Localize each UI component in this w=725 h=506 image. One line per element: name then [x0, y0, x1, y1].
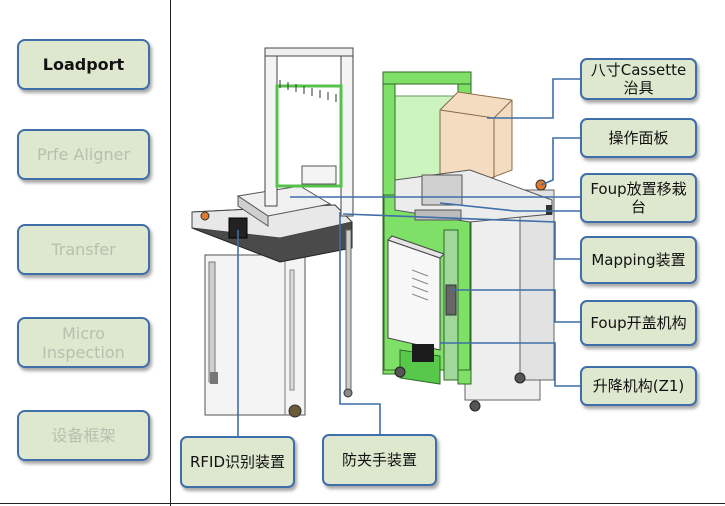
nav-micro-inspection-label: Micro Inspection: [42, 323, 125, 362]
callout-lift-mechanism: 升降机构(Z1): [580, 366, 697, 406]
nav-micro-inspection-button[interactable]: Micro Inspection: [17, 317, 150, 368]
nav-transfer-button[interactable]: Transfer: [17, 224, 150, 275]
callout-control-panel: 操作面板: [580, 118, 697, 158]
right-loadport-unit: [382, 71, 555, 412]
callout-foup-opener: Foup开盖机构: [580, 300, 697, 346]
vertical-divider: [170, 0, 171, 506]
callout-cassette-fixture: 八寸Cassette治具: [580, 58, 697, 100]
callout-anti-pinch-device: 防夹手装置: [322, 434, 437, 486]
nav-equipment-frame-button[interactable]: 设备框架: [17, 410, 150, 461]
callout-foup-stage: Foup放置移栽台: [580, 173, 697, 223]
callout-leader-lines: [237, 78, 580, 436]
left-loadport-unit: [191, 47, 354, 418]
horizontal-divider: [0, 503, 725, 504]
callout-rfid-device: RFID识别装置: [180, 436, 295, 488]
nav-prfe-aligner-button[interactable]: Prfe Aligner: [17, 129, 150, 180]
callout-mapping-device: Mapping装置: [580, 236, 697, 284]
nav-loadport-button[interactable]: Loadport: [17, 39, 150, 90]
